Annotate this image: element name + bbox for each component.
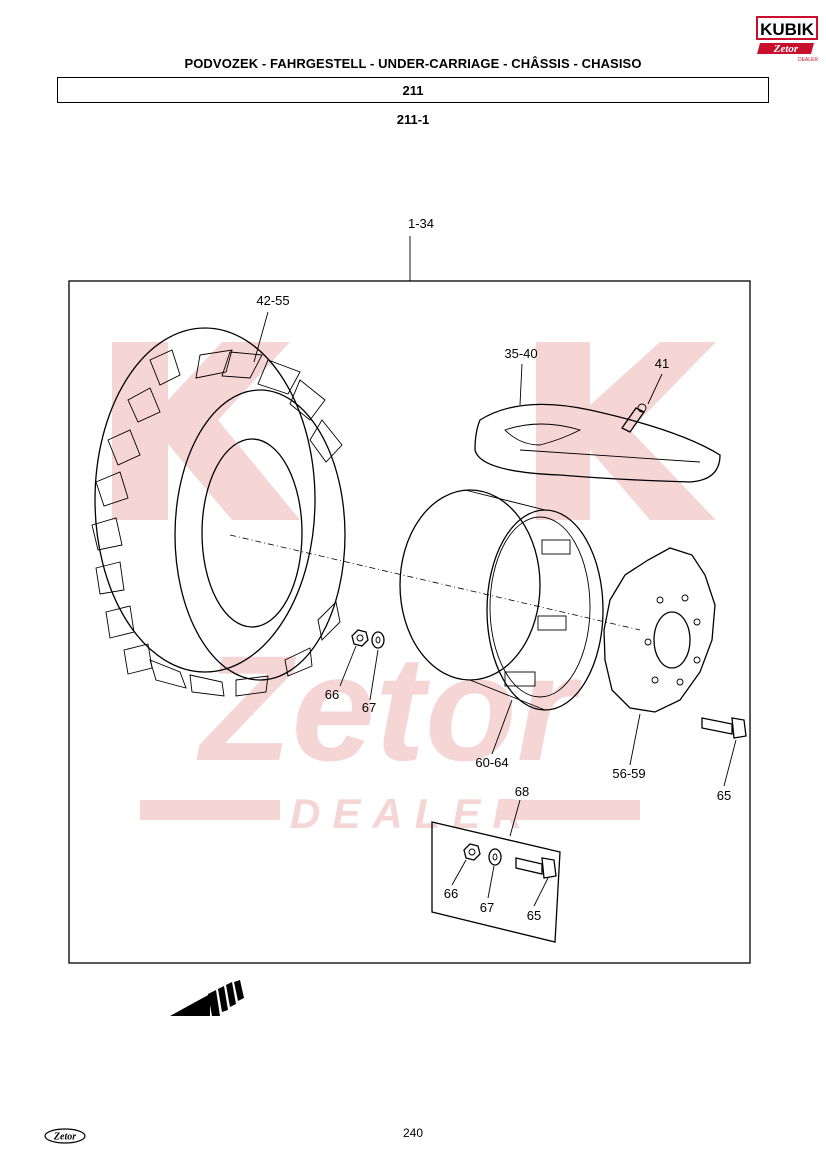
inner-tube-icon	[474, 403, 721, 483]
group-number-box: 211	[57, 77, 769, 103]
tyre-icon	[91, 327, 346, 697]
page-title: PODVOZEK - FAHRGESTELL - UNDER-CARRIAGE …	[184, 56, 642, 71]
footer-logo-text: Zetor	[53, 1132, 76, 1143]
washer-icon	[371, 631, 385, 649]
callout-rim: 60-64	[475, 755, 508, 770]
callout-tube: 35-40	[504, 346, 537, 361]
callout-set-bolt: 65	[527, 908, 541, 923]
set-nut-icon	[463, 843, 481, 861]
subgroup-number: 211-1	[396, 112, 430, 127]
valve-icon	[621, 403, 647, 433]
wheel-bolt-icon	[701, 717, 747, 739]
kubik-zetor-logo: KUBIK Zetor DEALER	[756, 16, 818, 63]
set-washer-icon	[488, 848, 502, 866]
left-arrow-icon[interactable]	[168, 980, 250, 1018]
callout-tyre: 42-55	[256, 293, 289, 308]
wheel-disc-icon	[603, 547, 716, 713]
wheel-nut-icon	[351, 629, 369, 647]
logo-dealer: DEALER	[798, 57, 818, 63]
logo-subtext: Zetor	[773, 43, 799, 55]
wheel-rim-icon	[399, 489, 604, 711]
watermark-dealer: DEALER	[290, 790, 535, 837]
set-bolt-icon	[515, 857, 557, 879]
callout-set-washer: 67	[480, 900, 494, 915]
watermark: Zetor DEALER	[112, 342, 716, 837]
callout-assembly: 1-34	[408, 216, 434, 231]
callout-valve: 41	[655, 356, 669, 371]
page-number: 240	[402, 1126, 424, 1140]
leader-lines	[253, 311, 737, 907]
callout-disc: 56-59	[612, 766, 645, 781]
callout-nut: 66	[325, 687, 339, 702]
assembly-frame	[68, 280, 751, 964]
callout-washer: 67	[362, 700, 376, 715]
callout-set: 68	[515, 784, 529, 799]
zetor-footer-logo: Zetor	[44, 1128, 86, 1144]
callout-set-nut: 66	[444, 886, 458, 901]
callout-bolt: 65	[717, 788, 731, 803]
svg-text:Zetor: Zetor	[196, 624, 583, 792]
logo-text: KUBIK	[760, 20, 815, 39]
bolt-set-frame	[431, 821, 561, 943]
